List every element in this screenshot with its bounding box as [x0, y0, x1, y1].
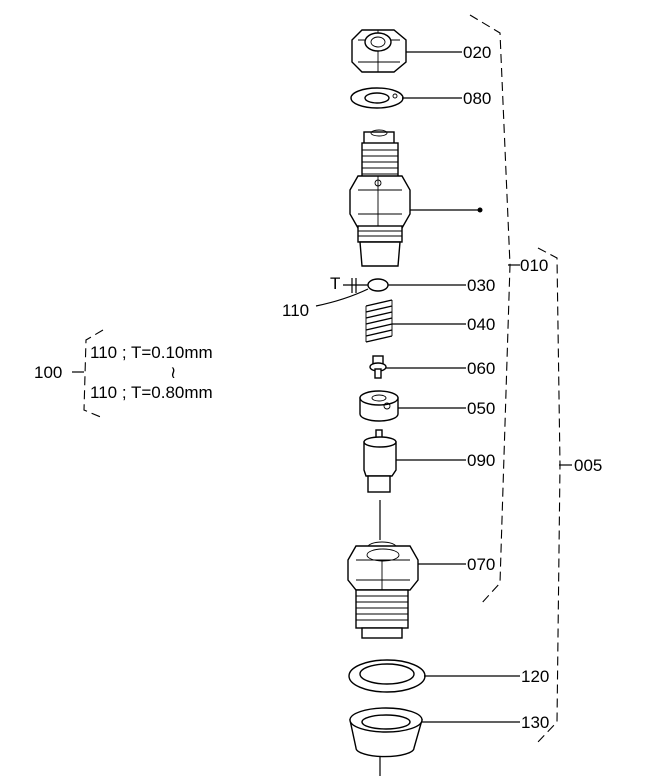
note-line-2: 110 ; T=0.80mm: [90, 383, 213, 402]
nozzle-holder-body-icon: [349, 129, 411, 267]
note-line-1: 110 ; T=0.10mm: [90, 343, 213, 362]
spring-icon: [365, 299, 393, 343]
nut-icon: [351, 29, 407, 73]
part-label-060: 060: [467, 359, 495, 378]
part-label-080: 080: [463, 89, 491, 108]
shim-icon: [367, 278, 389, 292]
retaining-nut-icon: [347, 541, 419, 639]
shim-ref-label: 110: [282, 301, 309, 320]
part-label-090: 090: [467, 451, 495, 470]
group-label-010: 010: [520, 256, 548, 275]
group-label-005: 005: [574, 456, 602, 475]
part-label-040: 040: [467, 315, 495, 334]
part-label-070: 070: [467, 555, 495, 574]
part-label-130: 130: [521, 713, 549, 732]
pin-icon: [369, 355, 387, 379]
thickness-marker-label: T: [330, 274, 340, 293]
spacer-icon: [359, 390, 399, 422]
note-bracket: [83, 329, 104, 419]
nozzle-icon: [363, 429, 397, 493]
heat-shield-icon: [349, 707, 423, 758]
part-label-050: 050: [467, 399, 495, 418]
leader-110: [315, 288, 369, 307]
part-label-030: 030: [467, 276, 495, 295]
washer-icon: [350, 87, 404, 109]
part-label-020: 020: [463, 43, 491, 62]
note-range-mark: ≀: [170, 363, 176, 382]
part-label-120: 120: [521, 667, 549, 686]
note-ref-label: 100: [34, 363, 62, 382]
leader-dot: [477, 207, 483, 213]
gasket-icon: [348, 659, 426, 693]
